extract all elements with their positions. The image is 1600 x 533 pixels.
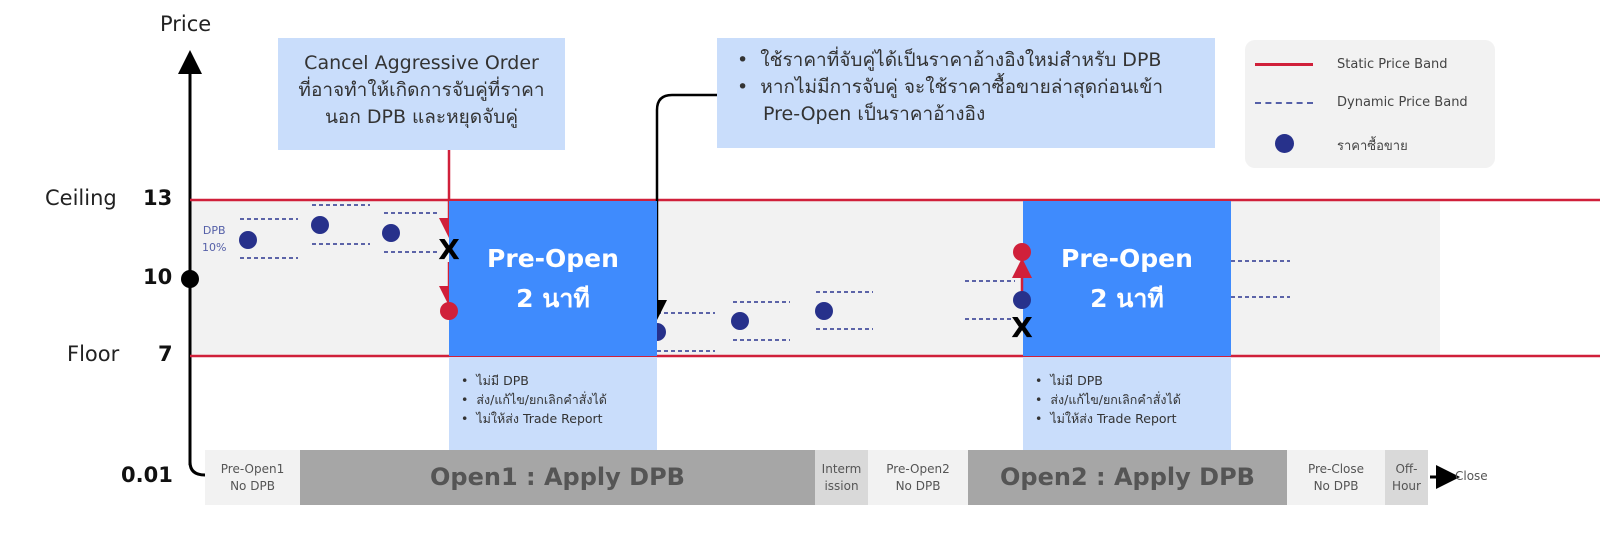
legend: Static Price Band Dynamic Price Band ราค… bbox=[1245, 40, 1495, 168]
reference-price-dot bbox=[181, 270, 199, 288]
legend-trade: ราคาซื้อขาย bbox=[1337, 139, 1408, 154]
preopen-notes-1: ไม่มี DPB ส่ง/แก้ไข/ยกเลิกคำสั่งได้ ไม่ใ… bbox=[449, 357, 657, 450]
min-value: 0.01 bbox=[121, 463, 173, 487]
floor-value: 7 bbox=[158, 342, 173, 366]
dpb-percent: 10% bbox=[202, 241, 227, 254]
note: ไม่ให้ส่ง Trade Report bbox=[461, 409, 657, 428]
phase-open2: Open2 : Apply DPB bbox=[968, 450, 1287, 505]
preopen-title: Pre-Open bbox=[1061, 243, 1193, 273]
note: ไม่มี DPB bbox=[461, 371, 657, 390]
callout-bullet: • หากไม่มีการจับคู่ จะใช้ราคาซื้อขายล่าส… bbox=[737, 76, 1164, 98]
callout-line: นอก DPB และหยุดจับคู่ bbox=[324, 106, 519, 128]
cancel-callout: Cancel Aggressive Order ที่อาจทำให้เกิดก… bbox=[278, 38, 565, 150]
phase-open1: Open1 : Apply DPB bbox=[300, 450, 815, 505]
reference-arrow bbox=[647, 93, 717, 320]
legend-static: Static Price Band bbox=[1337, 57, 1448, 72]
callout-line: Pre-Open เป็นราคาอ้างอิง bbox=[763, 103, 986, 125]
ceiling-value: 13 bbox=[143, 186, 173, 210]
callout-line: Cancel Aggressive Order bbox=[304, 52, 539, 74]
preopen-block-1: Pre-Open 2 นาที bbox=[449, 201, 657, 356]
note: ส่ง/แก้ไข/ยกเลิกคำสั่งได้ bbox=[1035, 390, 1231, 409]
note: ไม่มี DPB bbox=[1035, 371, 1231, 390]
axis-title: Price bbox=[160, 12, 212, 36]
floor-label: Floor bbox=[67, 342, 120, 366]
dpb-text: DPB bbox=[202, 224, 226, 237]
note: ส่ง/แก้ไข/ยกเลิกคำสั่งได้ bbox=[461, 390, 657, 409]
note: ไม่ให้ส่ง Trade Report bbox=[1035, 409, 1231, 428]
ceiling-label: Ceiling bbox=[45, 186, 117, 210]
static-band-swatch bbox=[1255, 63, 1313, 66]
preopen-title: Pre-Open bbox=[487, 243, 619, 273]
preopen-duration: 2 นาที bbox=[1090, 283, 1164, 313]
preopen-duration: 2 นาที bbox=[516, 283, 590, 313]
callout-line: ที่อาจทำให้เกิดการจับคู่ที่ราคา bbox=[298, 79, 545, 101]
trade-dot-swatch bbox=[1275, 134, 1294, 153]
axis-curve bbox=[188, 461, 206, 477]
dpb-label: DPB 10% bbox=[202, 222, 226, 256]
preopen-block-2: Pre-Open 2 นาที bbox=[1023, 201, 1231, 356]
phase-close: Close bbox=[1455, 469, 1488, 483]
dynamic-band-swatch bbox=[1255, 102, 1313, 104]
preopen-notes-2: ไม่มี DPB ส่ง/แก้ไข/ยกเลิกคำสั่งได้ ไม่ใ… bbox=[1023, 357, 1231, 450]
callout-bullet: • ใช้ราคาที่จับคู่ได้เป็นราคาอ้างอิงใหม่… bbox=[737, 49, 1162, 71]
legend-dynamic: Dynamic Price Band bbox=[1337, 95, 1468, 110]
price-band-area bbox=[190, 200, 1440, 356]
reference-callout: • ใช้ราคาที่จับคู่ได้เป็นราคาอ้างอิงใหม่… bbox=[717, 38, 1215, 148]
phase-offhour: Off-Hour bbox=[1385, 450, 1428, 505]
reference-value: 10 bbox=[143, 265, 173, 289]
